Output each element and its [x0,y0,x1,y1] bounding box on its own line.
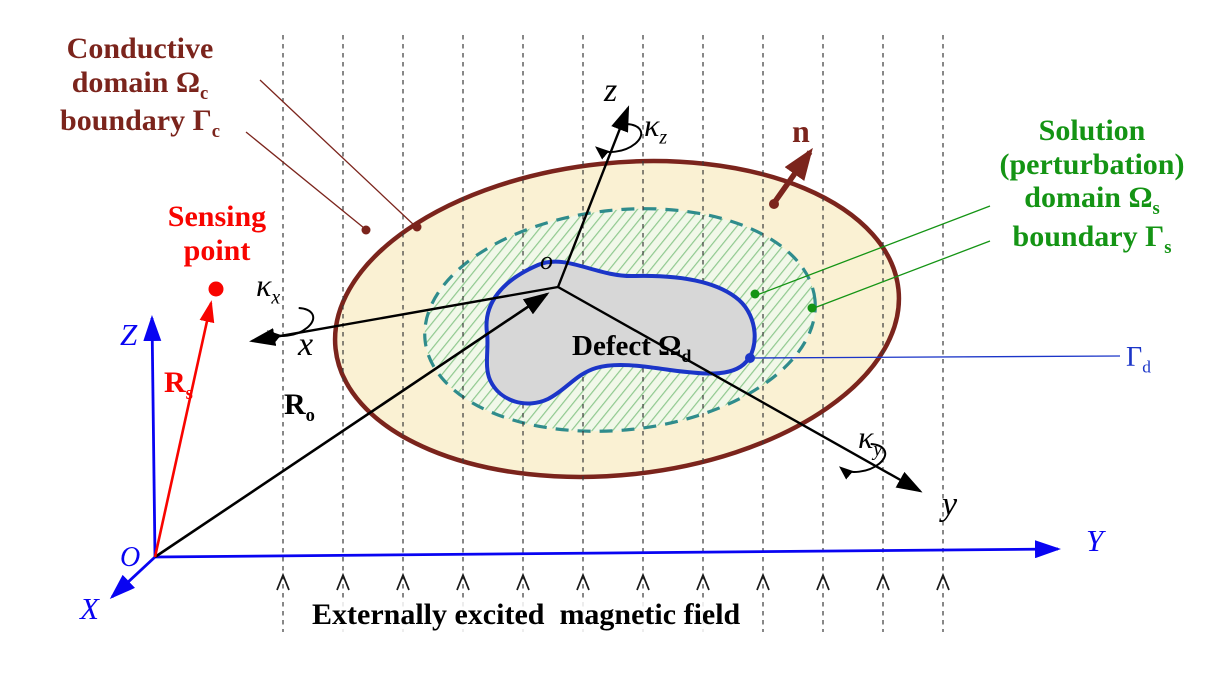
omega-s-subscript: s [1152,198,1160,220]
conductive-boundary-dot [361,225,371,235]
gamma-c-subscript: c [211,121,220,143]
defect-boundary-leader [749,355,1121,359]
gamma-s-subscript: s [1164,237,1172,258]
solution-domain-dot [750,289,760,299]
local-x-label: x [298,326,314,363]
conductive-label-line1: Conductive [66,32,214,65]
sensing-point-label: Sensing point [146,200,288,267]
defect-boundary-label: Γd [1126,342,1151,377]
global-axes [109,315,1061,600]
normal-vector-label: n [792,113,810,149]
sensing-label-line1: Sensing [167,200,267,233]
vector-Rs [153,300,215,558]
rotation-arcs [267,123,887,480]
global-z-label: Z [120,317,138,352]
kappa-y-label: κy [858,419,883,461]
global-x-axis [109,555,156,600]
kappa-z-subscript: z [659,126,668,149]
kappa-z-arc [595,123,643,160]
solution-label-leaders [756,205,991,309]
conductive-label-leaders [245,79,416,229]
conductive-domain-text: domain Ω [71,65,200,99]
local-y-axis [557,285,923,493]
local-axes [249,105,923,493]
omega-d-subscript: d [681,345,692,366]
global-origin-label: O [120,542,141,573]
defect-label: Defect Ωd [572,330,691,366]
global-x-label: X [80,591,99,626]
global-z-axis [143,315,162,558]
Ro-glyph: R [284,388,306,421]
kappa-x-arc [267,307,315,344]
kappa-x-subscript: x [271,286,281,309]
Rs-subscript: s [185,383,193,404]
solution-domain-label: Solution (perturbation) domain Ωs bounda… [986,114,1198,259]
field-caption: Externally excited magnetic field [312,598,741,632]
global-y-label: Y [1086,523,1104,558]
kappa-x-glyph: κ [256,267,272,303]
vector-Ro-label: Ro [284,388,315,427]
solution-domain-text: domain Ω [1024,181,1153,215]
local-x-axis [249,285,559,346]
defect-text: Defect Ω [572,330,682,362]
conductive-label-line3: boundary Γc [20,104,260,143]
defect-boundary-dot [745,353,755,363]
vector-Ro [154,292,550,559]
normal-vector-arrow [771,147,813,205]
local-z-axis [556,105,630,288]
kappa-x-label: κx [256,267,281,309]
defect-region [484,259,757,406]
solution-label-line4: boundary Γs [986,220,1198,259]
normal-vector-base-dot [769,199,779,209]
omega-c-subscript: c [199,82,209,104]
Rs-glyph: R [164,366,186,399]
kappa-y-glyph: κ [858,419,874,455]
gamma-d-subscript: d [1142,357,1151,377]
solution-label-line3: domain Ωs [986,181,1198,220]
solution-label-line2: (perturbation) [999,147,1185,181]
vector-Rs-label: Rs [164,366,193,405]
solution-label-line1: Solution [1038,114,1146,147]
conductive-label-line2: domain Ωc [20,66,260,105]
Ro-subscript: o [305,405,315,426]
local-y-label: y [942,486,958,523]
solution-boundary-text: boundary Γ [1012,220,1165,253]
kappa-z-glyph: κ [644,107,660,143]
conductive-domain-dot [412,222,422,232]
kappa-y-arc [839,443,887,480]
sensing-label-line2: point [183,233,251,267]
gamma-d-text: Γ [1126,342,1143,373]
conductive-boundary-text: boundary Γ [60,104,212,138]
sensing-point-dot [208,281,224,297]
local-origin-label: o [540,246,553,275]
global-y-axis [154,540,1061,559]
local-z-label: z [604,72,618,109]
solution-boundary-dot [807,303,817,313]
kappa-z-label: κz [644,107,668,149]
conductive-domain-label: Conductive domain Ωc boundary Γc [20,32,260,143]
magnetic-field-arrowheads [276,572,950,591]
kappa-y-subscript: y [873,438,883,461]
